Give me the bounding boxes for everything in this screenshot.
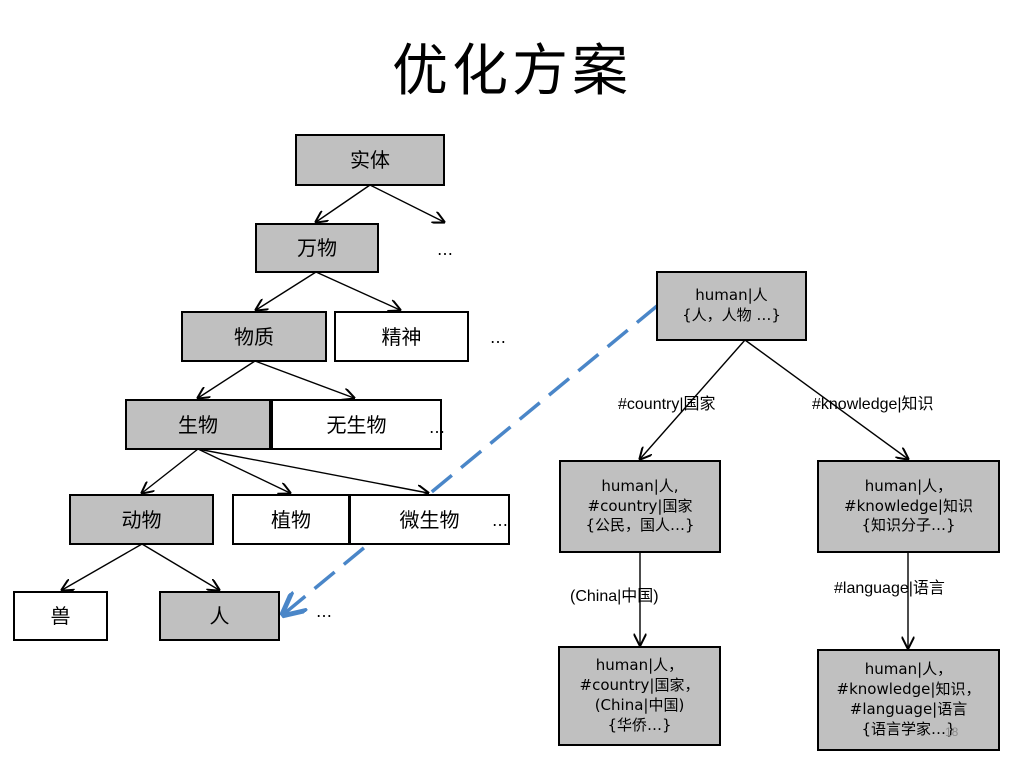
dashed-mapping-arrow [285, 304, 659, 613]
ellipsis-wanwu: … [437, 240, 453, 259]
slide-title: 优化方案 [392, 39, 632, 104]
edge-root-country [640, 339, 746, 459]
node-wanwu: 万物 [255, 223, 379, 273]
edge-label-language: #language|语言 [834, 580, 945, 597]
edge-shiti-wanwu [316, 184, 371, 222]
edge-wuzhi-shengwu [198, 360, 256, 398]
node-human-root: human|人 {人，人物 …} [656, 271, 807, 341]
edge-wanwu-jingshen [315, 271, 400, 310]
node-shiti: 实体 [295, 134, 445, 186]
node-human-country: human|人, #country|国家 {公民，国人…} [559, 460, 721, 553]
edge-dongwu-ren [141, 543, 219, 590]
node-wuzhi: 物质 [181, 311, 327, 362]
node-ren: 人 [159, 591, 280, 641]
edge-label-china: (China|中国) [570, 588, 659, 605]
page-number: 18 [945, 725, 959, 739]
edge-root-knowledge [744, 339, 908, 459]
edge-shengwu-dongwu [142, 448, 199, 493]
ellipsis-jingshen: … [490, 328, 506, 347]
node-human-china: human|人， #country|国家， (China|中国) {华侨…} [558, 646, 721, 746]
node-shengwu: 生物 [125, 399, 271, 450]
edge-wanwu-wuzhi [256, 271, 317, 310]
node-human-knowledge: human|人， #knowledge|知识 {知识分子…} [817, 460, 1000, 553]
edge-shengwu-zhiwu [197, 448, 290, 493]
node-human-language: human|人， #knowledge|知识， #language|语言 {语言… [817, 649, 1000, 751]
edge-dongwu-shou [62, 543, 143, 590]
node-weishengwu: 微生物 [349, 494, 510, 545]
node-wushengwu: 无生物 [271, 399, 442, 450]
node-zhiwu: 植物 [232, 494, 350, 545]
node-jingshen: 精神 [334, 311, 469, 362]
edge-label-country: #country|国家 [618, 396, 716, 413]
edge-shengwu-weishengwu [197, 448, 428, 493]
ellipsis-wushengwu: … [429, 418, 445, 437]
edge-label-knowledge: #knowledge|知识 [812, 396, 934, 413]
node-shou: 兽 [13, 591, 108, 641]
ellipsis-weishengwu: … [492, 511, 508, 530]
ellipsis-ren: … [316, 602, 332, 621]
edge-shiti-more [369, 184, 444, 222]
edge-wuzhi-wushengwu [254, 360, 354, 398]
node-dongwu: 动物 [69, 494, 214, 545]
